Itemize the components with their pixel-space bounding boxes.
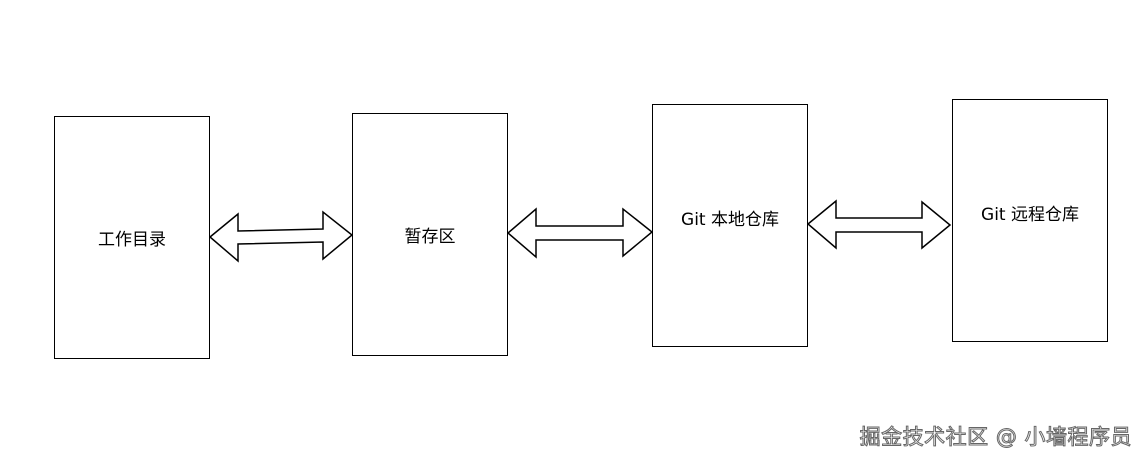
node-staging-area: 暂存区 <box>352 113 508 356</box>
watermark-text: 掘金技术社区 @ 小墙程序员 <box>859 425 1132 450</box>
double-arrow-local-remote <box>806 199 952 250</box>
node-working-directory: 工作目录 <box>54 116 210 359</box>
double-arrow-stage-local <box>506 207 654 259</box>
node-remote-repository: Git 远程仓库 <box>952 99 1108 342</box>
node-label: 工作目录 <box>98 230 166 250</box>
node-local-repository: Git 本地仓库 <box>652 104 808 347</box>
double-arrow-workdir-stage <box>208 210 354 263</box>
node-label: 暂存区 <box>404 227 456 247</box>
node-label: Git 本地仓库 <box>681 210 779 230</box>
node-label: Git 远程仓库 <box>981 204 1079 225</box>
